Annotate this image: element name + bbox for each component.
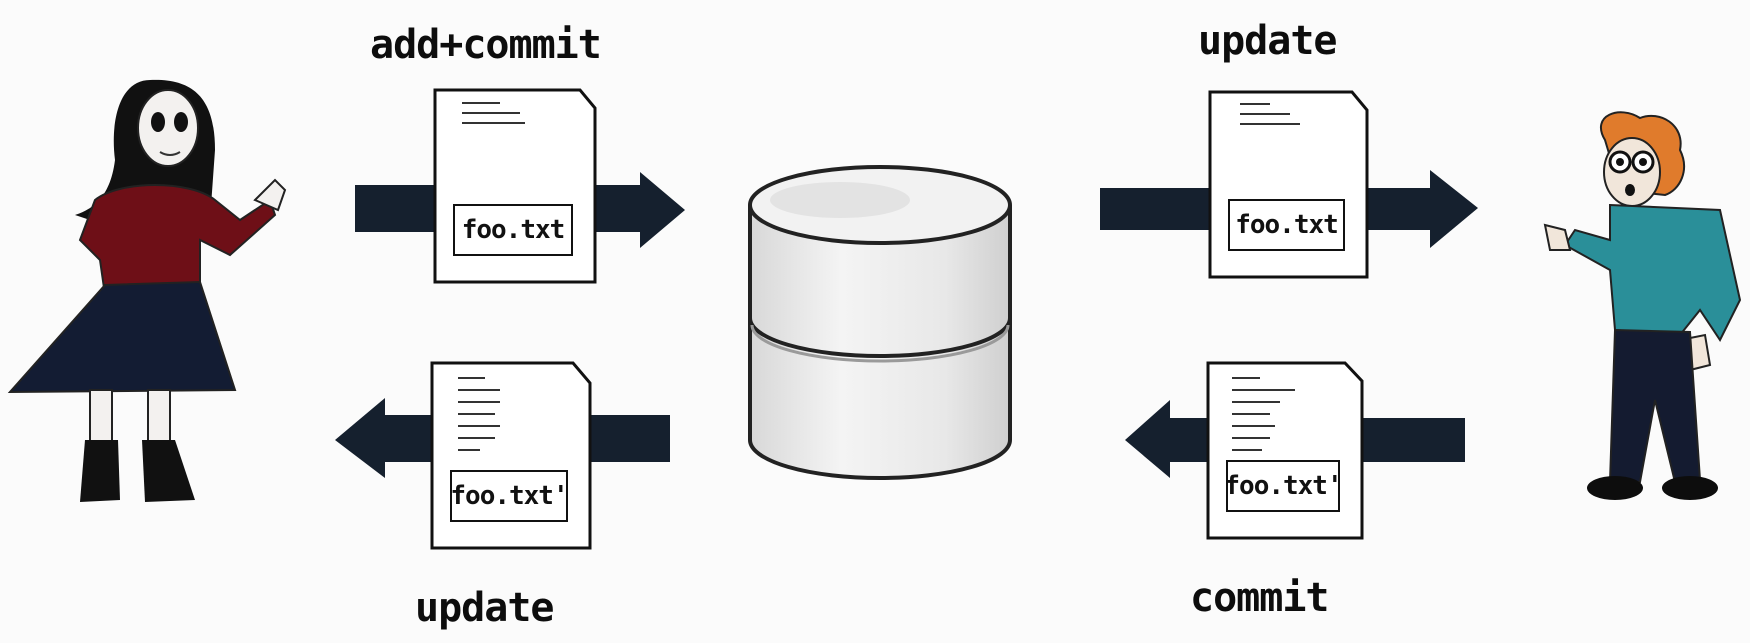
doc-filename: foo.txt' [450, 470, 569, 522]
doc-filename: foo.txt [1228, 199, 1345, 251]
label-update-bottom: update [415, 585, 554, 631]
doc-filename: foo.txt [453, 204, 573, 256]
doc-bottom-left: foo.txt' [432, 363, 590, 548]
label-update-top: update [1198, 18, 1337, 64]
label-commit: commit [1190, 575, 1329, 621]
database-icon [748, 165, 1012, 480]
label-add-commit: add+commit [370, 22, 602, 68]
doc-top-right: foo.txt [1210, 92, 1367, 277]
doc-top-left: foo.txt [435, 90, 595, 282]
woman-figure [7, 79, 287, 502]
doc-filename: foo.txt' [1224, 460, 1343, 512]
man-figure [1543, 111, 1742, 500]
doc-bottom-right: foo.txt' [1208, 363, 1362, 538]
